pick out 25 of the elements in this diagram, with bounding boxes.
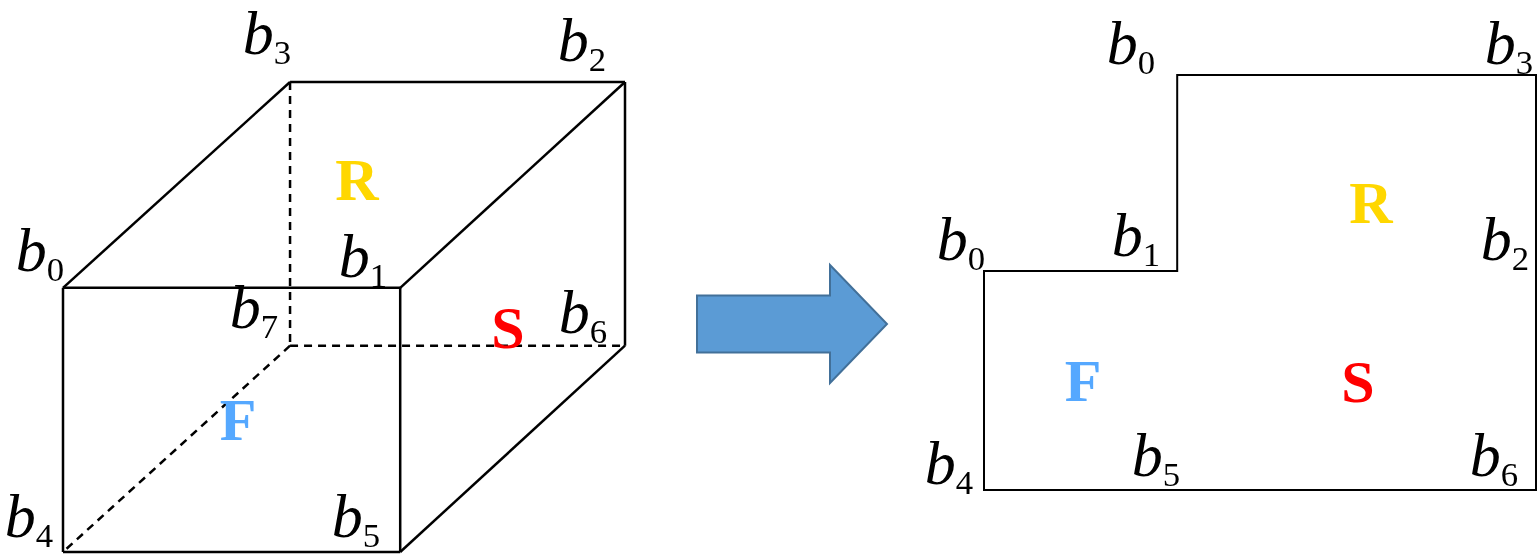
cube-drawing (61, 80, 627, 554)
vertex-label: b$_{0}$ (1106, 12, 1156, 74)
face-label: R (335, 150, 379, 210)
vertex-label: b$_{3}$ (242, 2, 292, 64)
vertex-label: b$_{7}$ (229, 276, 279, 338)
face-label: S (491, 298, 525, 358)
vertex-label: b$_{4}$ (4, 485, 54, 547)
vertex-label: b$_{6}$ (1469, 424, 1519, 486)
vertex-label: b$_{2}$ (1480, 208, 1530, 270)
stepped-polygon (983, 74, 1537, 491)
vertex-label: b$_{3}$ (1484, 12, 1534, 74)
vertex-label: b$_{1}$ (1111, 204, 1161, 266)
face-label: S (1341, 352, 1375, 412)
vertex-label: b$_{5}$ (1131, 424, 1181, 486)
vertex-label: b$_{0}$ (15, 219, 65, 281)
block-arrow (696, 262, 889, 386)
vertex-label: b$_{1}$ (338, 225, 388, 287)
face-label: F (219, 390, 257, 450)
vertex-label: b$_{4}$ (924, 432, 974, 494)
vertex-label: b$_{5}$ (331, 485, 381, 547)
vertex-label: b$_{2}$ (557, 9, 607, 71)
face-label: R (1349, 173, 1393, 233)
face-label: F (1064, 351, 1102, 411)
vertex-label: b$_{0}$ (936, 208, 986, 270)
vertex-label: b$_{6}$ (558, 281, 608, 343)
